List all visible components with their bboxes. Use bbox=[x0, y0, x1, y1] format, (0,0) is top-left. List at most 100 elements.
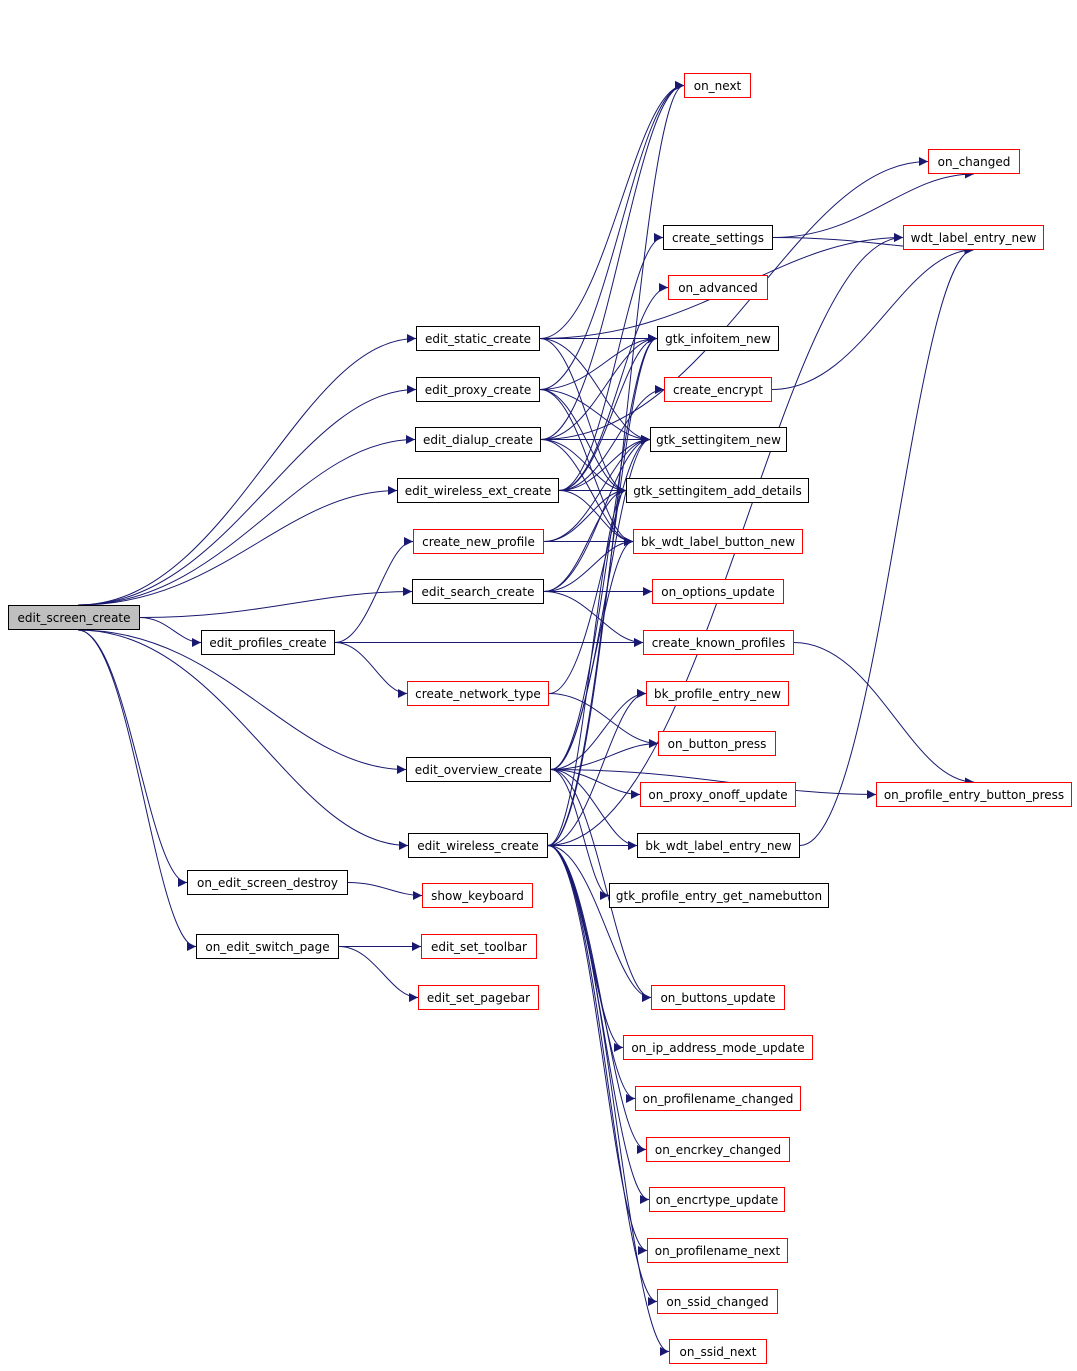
node-label: bk_wdt_label_button_new bbox=[640, 534, 796, 549]
node-label: edit_static_create bbox=[424, 331, 532, 346]
edge-edit-wireless-create-to-on-next bbox=[547, 81, 685, 846]
node-edit-wireless-ext-create[interactable]: edit_wireless_ext_create bbox=[397, 478, 559, 503]
node-bk-wdt-label-entry-new[interactable]: bk_wdt_label_entry_new bbox=[637, 833, 800, 858]
node-on-edit-switch-page[interactable]: on_edit_switch_page bbox=[196, 934, 339, 959]
edge-edit-screen-create-to-on-edit-screen-destroy bbox=[77, 629, 188, 887]
node-on-changed[interactable]: on_changed bbox=[928, 149, 1020, 174]
node-label: on_proxy_onoff_update bbox=[648, 787, 788, 802]
node-bk-wdt-label-button-new[interactable]: bk_wdt_label_button_new bbox=[633, 529, 803, 554]
node-edit-dialup-create[interactable]: edit_dialup_create bbox=[415, 427, 541, 452]
edge-edit-wireless-ext-create-to-gtk-settingitem-new bbox=[558, 435, 651, 491]
node-gtk-infoitem-new[interactable]: gtk_infoitem_new bbox=[657, 326, 779, 351]
node-on-ssid-next[interactable]: on_ssid_next bbox=[669, 1339, 767, 1364]
edge-create-new-profile-to-gtk-settingitem-new bbox=[543, 435, 651, 542]
node-edit-overview-create[interactable]: edit_overview_create bbox=[406, 757, 551, 782]
node-edit-static-create[interactable]: edit_static_create bbox=[416, 326, 540, 351]
node-label: gtk_profile_entry_get_namebutton bbox=[615, 888, 823, 903]
node-label: edit_proxy_create bbox=[424, 382, 532, 397]
edge-edit-wireless-create-to-on-ssid-next bbox=[547, 845, 670, 1356]
node-edit-set-toolbar[interactable]: edit_set_toolbar bbox=[421, 934, 537, 959]
node-label: on_encrtype_update bbox=[655, 1192, 779, 1207]
edge-on-edit-screen-destroy-to-show-keyboard bbox=[347, 882, 423, 900]
edge-edit-overview-create-to-bk-wdt-label-button-new bbox=[550, 537, 634, 770]
node-edit-proxy-create[interactable]: edit_proxy_create bbox=[416, 377, 540, 402]
edge-create-network-type-to-gtk-settingitem-new bbox=[548, 435, 651, 694]
node-edit-set-pagebar[interactable]: edit_set_pagebar bbox=[418, 985, 539, 1010]
node-wdt-label-entry-new[interactable]: wdt_label_entry_new bbox=[903, 225, 1044, 250]
edge-edit-static-create-to-gtk-settingitem-add-details bbox=[539, 338, 627, 495]
node-label: bk_profile_entry_new bbox=[653, 686, 781, 701]
node-create-encrypt[interactable]: create_encrypt bbox=[664, 377, 772, 402]
node-label: on_buttons_update bbox=[660, 990, 776, 1005]
node-on-encrtype-update[interactable]: on_encrtype_update bbox=[649, 1187, 785, 1212]
node-label: on_changed bbox=[937, 154, 1011, 169]
node-label: on_profilename_changed bbox=[642, 1091, 794, 1106]
node-label: on_profile_entry_button_press bbox=[883, 787, 1065, 802]
edge-on-edit-switch-page-to-edit-set-pagebar bbox=[338, 946, 419, 1002]
node-label: bk_wdt_label_entry_new bbox=[645, 838, 792, 853]
node-on-ssid-changed[interactable]: on_ssid_changed bbox=[657, 1289, 778, 1314]
node-gtk-settingitem-add-details[interactable]: gtk_settingitem_add_details bbox=[626, 478, 809, 503]
node-label: edit_set_pagebar bbox=[426, 990, 531, 1005]
edge-edit-screen-create-to-on-edit-switch-page bbox=[77, 629, 197, 951]
edge-edit-profiles-create-to-create-new-profile bbox=[334, 537, 414, 643]
node-on-profile-entry-button-press[interactable]: on_profile_entry_button_press bbox=[876, 782, 1072, 807]
node-on-profilename-next[interactable]: on_profilename_next bbox=[647, 1238, 788, 1263]
node-label: create_new_profile bbox=[422, 534, 535, 549]
node-on-profilename-changed[interactable]: on_profilename_changed bbox=[635, 1086, 801, 1111]
node-label: on_options_update bbox=[661, 584, 775, 599]
node-label: edit_screen_create bbox=[17, 610, 131, 625]
edge-edit-profiles-create-to-create-network-type bbox=[334, 642, 408, 698]
edge-edit-wireless-create-to-on-profilename-next bbox=[547, 845, 648, 1255]
node-label: edit_search_create bbox=[421, 584, 535, 599]
node-label: on_edit_switch_page bbox=[205, 939, 330, 954]
edge-edit-proxy-create-to-gtk-infoitem-new bbox=[539, 334, 658, 390]
node-edit-profiles-create[interactable]: edit_profiles_create bbox=[201, 630, 335, 655]
node-on-ip-address-mode-update[interactable]: on_ip_address_mode_update bbox=[623, 1035, 813, 1060]
node-on-buttons-update[interactable]: on_buttons_update bbox=[651, 985, 785, 1010]
node-label: gtk_settingitem_new bbox=[656, 432, 781, 447]
node-on-options-update[interactable]: on_options_update bbox=[652, 579, 784, 604]
node-on-proxy-onoff-update[interactable]: on_proxy_onoff_update bbox=[640, 782, 796, 807]
edge-edit-wireless-ext-create-to-create-encrypt bbox=[558, 385, 665, 491]
node-on-advanced[interactable]: on_advanced bbox=[668, 275, 768, 300]
edge-edit-wireless-create-to-on-ssid-changed bbox=[547, 845, 658, 1306]
edge-edit-wireless-create-to-gtk-settingitem-add-details bbox=[547, 486, 627, 846]
edge-bk-wdt-label-entry-new-to-wdt-label-entry-new bbox=[799, 245, 974, 846]
node-create-network-type[interactable]: create_network_type bbox=[407, 681, 549, 706]
node-edit-search-create[interactable]: edit_search_create bbox=[412, 579, 544, 604]
edge-create-network-type-to-on-button-press bbox=[548, 693, 659, 748]
node-create-new-profile[interactable]: create_new_profile bbox=[413, 529, 544, 554]
edge-edit-dialup-create-to-on-next bbox=[540, 81, 685, 440]
edge-edit-proxy-create-to-gtk-settingitem-new bbox=[539, 389, 651, 444]
node-gtk-profile-entry-get-namebutton[interactable]: gtk_profile_entry_get_namebutton bbox=[609, 883, 829, 908]
node-edit-wireless-create[interactable]: edit_wireless_create bbox=[408, 833, 548, 858]
node-on-edit-screen-destroy[interactable]: on_edit_screen_destroy bbox=[187, 870, 348, 895]
node-bk-profile-entry-new[interactable]: bk_profile_entry_new bbox=[646, 681, 789, 706]
node-on-encrkey-changed[interactable]: on_encrkey_changed bbox=[646, 1137, 790, 1162]
edge-create-encrypt-to-wdt-label-entry-new bbox=[771, 245, 974, 390]
edge-edit-screen-create-to-edit-wireless-create bbox=[77, 629, 409, 850]
node-on-button-press[interactable]: on_button_press bbox=[658, 731, 776, 756]
node-label: gtk_settingitem_add_details bbox=[633, 483, 802, 498]
edge-edit-overview-create-to-gtk-infoitem-new bbox=[550, 334, 658, 770]
node-create-settings[interactable]: create_settings bbox=[663, 225, 773, 250]
node-show-keyboard[interactable]: show_keyboard bbox=[422, 883, 533, 908]
edge-edit-screen-create-to-edit-proxy-create bbox=[77, 385, 417, 606]
edge-edit-proxy-create-to-on-next bbox=[539, 81, 685, 390]
node-create-known-profiles[interactable]: create_known_profiles bbox=[643, 630, 794, 655]
node-gtk-settingitem-new[interactable]: gtk_settingitem_new bbox=[650, 427, 787, 452]
node-label: gtk_infoitem_new bbox=[665, 331, 771, 346]
edge-edit-wireless-create-to-on-buttons-update bbox=[547, 845, 652, 1002]
node-label: on_ssid_changed bbox=[666, 1294, 769, 1309]
edge-edit-dialup-create-to-gtk-settingitem-add-details bbox=[540, 439, 627, 495]
edge-edit-overview-create-to-on-proxy-onoff-update bbox=[550, 769, 641, 799]
edge-edit-search-create-to-create-known-profiles bbox=[543, 591, 644, 647]
node-label: edit_dialup_create bbox=[423, 432, 533, 447]
node-label: edit_wireless_create bbox=[417, 838, 539, 853]
node-label: show_keyboard bbox=[431, 888, 524, 903]
edge-edit-wireless-create-to-on-encrkey-changed bbox=[547, 845, 647, 1154]
node-label: create_known_profiles bbox=[651, 635, 786, 650]
node-on-next[interactable]: on_next bbox=[684, 73, 751, 98]
